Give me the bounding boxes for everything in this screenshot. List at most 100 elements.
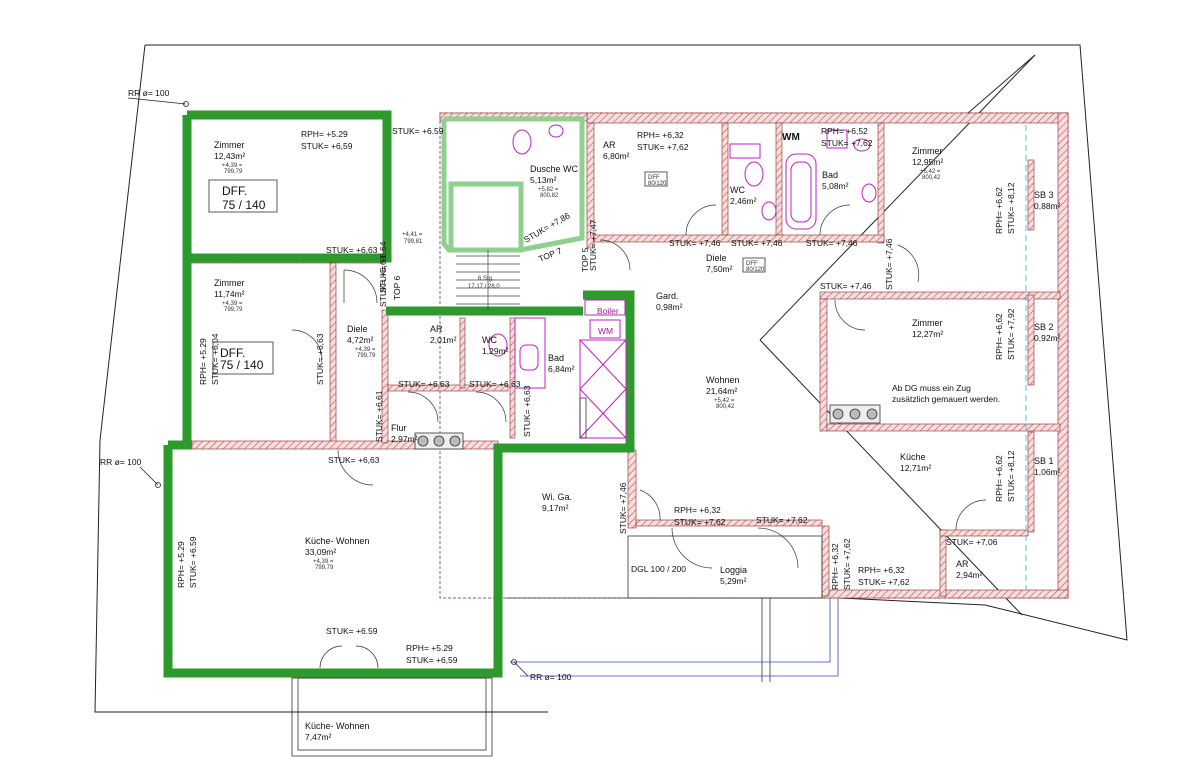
room-area: 6,80m² [603, 151, 630, 161]
rr-label-bottom: RR ø= 100 [530, 672, 572, 682]
dff-label-1: DFF. [222, 184, 247, 198]
room-name: SB 1 [1034, 456, 1054, 466]
height-annotation: RPH= +6,32 [858, 565, 905, 575]
height-annotation: STUK= +8,12 [1006, 450, 1016, 502]
room-level-2: 799,79 [315, 565, 334, 571]
room-area: 7,50m² [706, 264, 733, 274]
room-area: 2,94m² [956, 570, 983, 580]
room-area: 21,64m² [706, 386, 737, 396]
room-area: 6,84m² [548, 364, 575, 374]
height-annotation: STUK= +6.59 [326, 626, 378, 636]
room-level: +5,42 = [714, 398, 735, 404]
height-annotation: STUK= +7,46 [731, 238, 783, 248]
room-area: 7,47m² [305, 732, 332, 742]
height-annotation: RPH= +5.29 [301, 129, 348, 139]
room-name: AR [956, 559, 969, 569]
height-annotation: RPH= +6,62 [994, 313, 1004, 360]
height-annotation: STUK= +6,59 [406, 655, 458, 665]
dgl-label: DGL 100 / 200 [631, 564, 686, 574]
room-area: 1,29m² [482, 346, 509, 356]
height-annotation: STUK= +6,64 [378, 241, 388, 293]
room-level-2: 800,82 [540, 193, 559, 199]
top6-label: TOP 6 [392, 275, 402, 300]
room-name: Bad [548, 353, 564, 363]
height-annotation: STUK= +6,63 [326, 245, 378, 255]
roof-drain-markers [127, 97, 529, 677]
height-annotation: STUK= +8,12 [1006, 182, 1016, 234]
stair-note: 6 Stg. [478, 276, 494, 282]
room-area: 9,17m² [542, 503, 569, 513]
room-name: Diele [347, 324, 368, 334]
height-annotation: STUK= +7,62 [674, 517, 726, 527]
room-name: Wi. Ga. [542, 492, 572, 502]
height-annotation: STUK= +7,92 [1006, 308, 1016, 360]
height-annotation: STUK= +7,46 [820, 281, 872, 291]
staircase [456, 250, 520, 310]
room-level: +5,42 = [920, 169, 941, 175]
height-annotation: STUK= +7,46 [618, 482, 628, 534]
room-area: 12,27m² [912, 329, 943, 339]
height-annotation: RPH= +6,62 [994, 455, 1004, 502]
room-area: 2,01m² [430, 335, 457, 345]
room-area: 5,13m² [530, 175, 557, 185]
height-annotation: RPH= +5.29 [176, 541, 186, 588]
height-annotation: STUK= +7,62 [637, 142, 689, 152]
height-annotation: STUK= +7,62 [858, 577, 910, 587]
room-name: SB 3 [1034, 190, 1054, 200]
room-level: +5,82 = [538, 187, 559, 193]
balcony-structures [291, 397, 823, 757]
rr-label-top: RR ø= 100 [128, 88, 170, 98]
height-annotation: STUK= +6,63 [378, 255, 388, 307]
room-area: 33,09m² [305, 547, 336, 557]
wm-bath-label: WM [598, 326, 613, 336]
cooktop-icons [414, 404, 881, 450]
height-annotation: RPH= +6,52 [821, 126, 868, 136]
height-annotation: STUK= +7,46 [884, 238, 894, 290]
dff-small-2: DFF [746, 261, 758, 267]
room-area: 4,72m² [347, 335, 374, 345]
room-name: Wohnen [706, 375, 739, 385]
room-name: Zimmer [912, 318, 943, 328]
height-annotation: RPH= +6,62 [994, 187, 1004, 234]
room-area: 12,43m² [214, 151, 245, 161]
room-area: 12,71m² [900, 463, 931, 473]
room-level-2: 799,79 [224, 169, 243, 175]
height-annotation: STUK= +7,46 [806, 238, 858, 248]
dff-small-1b: 80/120 [648, 181, 667, 187]
room-name: Zimmer [214, 140, 245, 150]
dff-small-1: DFF [648, 175, 660, 181]
height-annotation: STUK= +7,06 [946, 537, 998, 547]
height-annotation: STUK= +6.59 [188, 536, 198, 588]
height-annotation: STUK= +7,62 [842, 538, 852, 590]
note-line-2: zusätzlich gemauert werden. [892, 394, 1000, 404]
dff-boxes [208, 171, 766, 375]
room-name: Dusche WC [530, 164, 579, 174]
room-name: Zimmer [912, 146, 943, 156]
stair-level-2: 799,81 [404, 239, 423, 245]
room-area: 12,95m² [912, 157, 943, 167]
room-level: +4,39 = [355, 347, 376, 353]
loggia-glazing [510, 598, 839, 677]
door-swings [291, 204, 987, 669]
note-line-1: Ab DG muss ein Zug [892, 383, 971, 393]
room-level: +4,39 = [313, 559, 334, 565]
height-annotation: STUK= +6,61 [374, 390, 384, 442]
room-level: +4,39 = [222, 301, 243, 307]
room-area: 0,98m² [656, 302, 683, 312]
dff-size-2: 75 / 140 [220, 358, 264, 372]
room-name: AR [603, 140, 616, 150]
room-name: Gard. [656, 291, 679, 301]
height-annotation: RPH= +6,32 [830, 543, 840, 590]
room-level-2: 800,42 [716, 404, 735, 410]
stair-note-2: 17,17 / 28,0 [468, 284, 500, 290]
height-annotation: STUK= +6,63 [398, 379, 450, 389]
room-name: Diele [706, 253, 727, 263]
height-annotation: STUK= +6,63 [469, 379, 521, 389]
height-annotation: STUK= +7,62 [756, 515, 808, 525]
height-annotation: STUK= +6,59 [301, 141, 353, 151]
room-area: 1,06m² [1034, 467, 1061, 477]
sanitary-fixtures [488, 124, 877, 439]
height-annotation: STUK= +6,63 [522, 385, 532, 437]
